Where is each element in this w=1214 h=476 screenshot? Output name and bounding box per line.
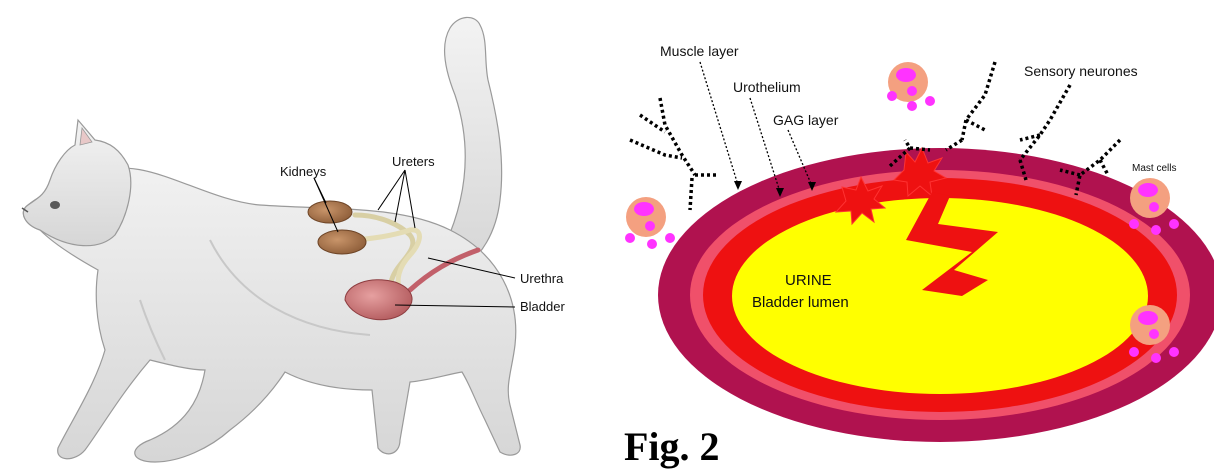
- label-mast-cells: Mast cells: [1132, 163, 1176, 174]
- label-ureters: Ureters: [392, 154, 435, 169]
- mast-cell-left: [625, 197, 675, 249]
- label-bladder: Bladder: [520, 299, 565, 314]
- label-urothelium: Urothelium: [733, 79, 801, 95]
- cat-head: [23, 120, 130, 246]
- cat-anatomy-illustration: Kidneys Ureters Urethra Bladder: [0, 0, 610, 476]
- kidney-upper: [308, 201, 352, 223]
- bladder-wall-diagram: VETPEDIA: [610, 0, 1214, 476]
- label-gag-layer: GAG layer: [773, 112, 839, 128]
- mast-cell-top: [887, 62, 935, 111]
- cat-anatomy-panel: Kidneys Ureters Urethra Bladder: [0, 0, 610, 476]
- cat-tail: [445, 17, 502, 268]
- cat-eye: [50, 201, 60, 209]
- label-urine: URINE: [785, 272, 832, 289]
- mast-cell-right: [1129, 178, 1179, 235]
- label-muscle-layer: Muscle layer: [660, 43, 739, 59]
- bladder-wall-panel: VETPEDIA: [610, 0, 1214, 476]
- figure-caption: Fig. 2: [624, 424, 720, 469]
- label-bladder-lumen: Bladder lumen: [752, 294, 849, 311]
- label-sensory-neurones: Sensory neurones: [1024, 63, 1138, 79]
- kidney-lower: [318, 230, 366, 254]
- label-kidneys: Kidneys: [280, 164, 327, 179]
- label-urethra: Urethra: [520, 271, 564, 286]
